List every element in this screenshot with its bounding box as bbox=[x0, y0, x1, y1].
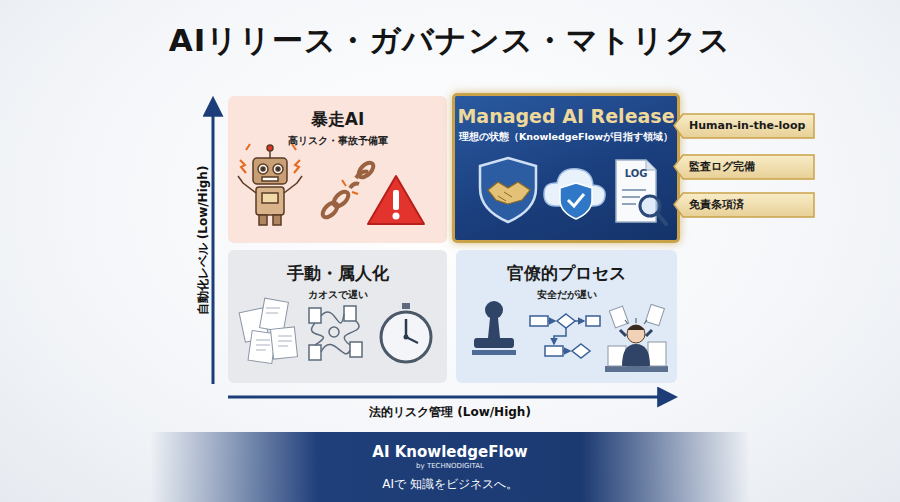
node-title: 暴走AI bbox=[228, 96, 447, 131]
tag-shape bbox=[674, 155, 814, 179]
y-axis bbox=[212, 100, 215, 384]
x-axis bbox=[228, 396, 674, 399]
tag-shape bbox=[674, 114, 814, 138]
tag-shape bbox=[674, 193, 814, 217]
quadrant-box: 官僚的プロセス安全だが遅い bbox=[456, 250, 677, 383]
axis-label: 自動化レベル (Low/High) bbox=[195, 156, 212, 326]
node-title: 監査ログ完備 bbox=[673, 154, 815, 180]
node-subtitle: 理想の状態（KnowledgeFlowが目指す領域） bbox=[455, 127, 677, 144]
quadrant-box: 暴走AI高リスク・事故予備軍 bbox=[228, 96, 447, 243]
node-title: Human-in-the-loop bbox=[673, 113, 815, 139]
node-subtitle: AIで 知識をビジネスへ。 bbox=[150, 470, 750, 493]
axis-label: 法的リスク管理 (Low/High) bbox=[330, 404, 570, 421]
brand-band: AI KnowledgeFlowby TECHNODIGITALAIで 知識をビ… bbox=[150, 432, 750, 502]
callout-tag: Human-in-the-loop bbox=[673, 113, 815, 139]
node-subtitle: 高リスク・事故予備軍 bbox=[228, 131, 447, 148]
node-title: AI KnowledgeFlow bbox=[150, 432, 750, 461]
node-subtitle: カオスで遅い bbox=[228, 285, 447, 302]
icon-text: LOG bbox=[620, 168, 652, 179]
node-title: 免責条項済 bbox=[673, 192, 815, 218]
diagram-title: AIリリース・ガバナンス・マトリクス bbox=[0, 20, 900, 62]
node-subtitle: by TECHNODIGITAL bbox=[150, 461, 750, 470]
callout-tag: 免責条項済 bbox=[673, 192, 815, 218]
node-title: 官僚的プロセス bbox=[456, 250, 677, 285]
node-title: Managed AI Release bbox=[455, 96, 677, 127]
quadrant-box: 手動・属人化カオスで遅い bbox=[228, 250, 447, 383]
callout-tag: 監査ログ完備 bbox=[673, 154, 815, 180]
node-subtitle: 安全だが遅い bbox=[456, 285, 677, 302]
node-title: 手動・属人化 bbox=[228, 250, 447, 285]
